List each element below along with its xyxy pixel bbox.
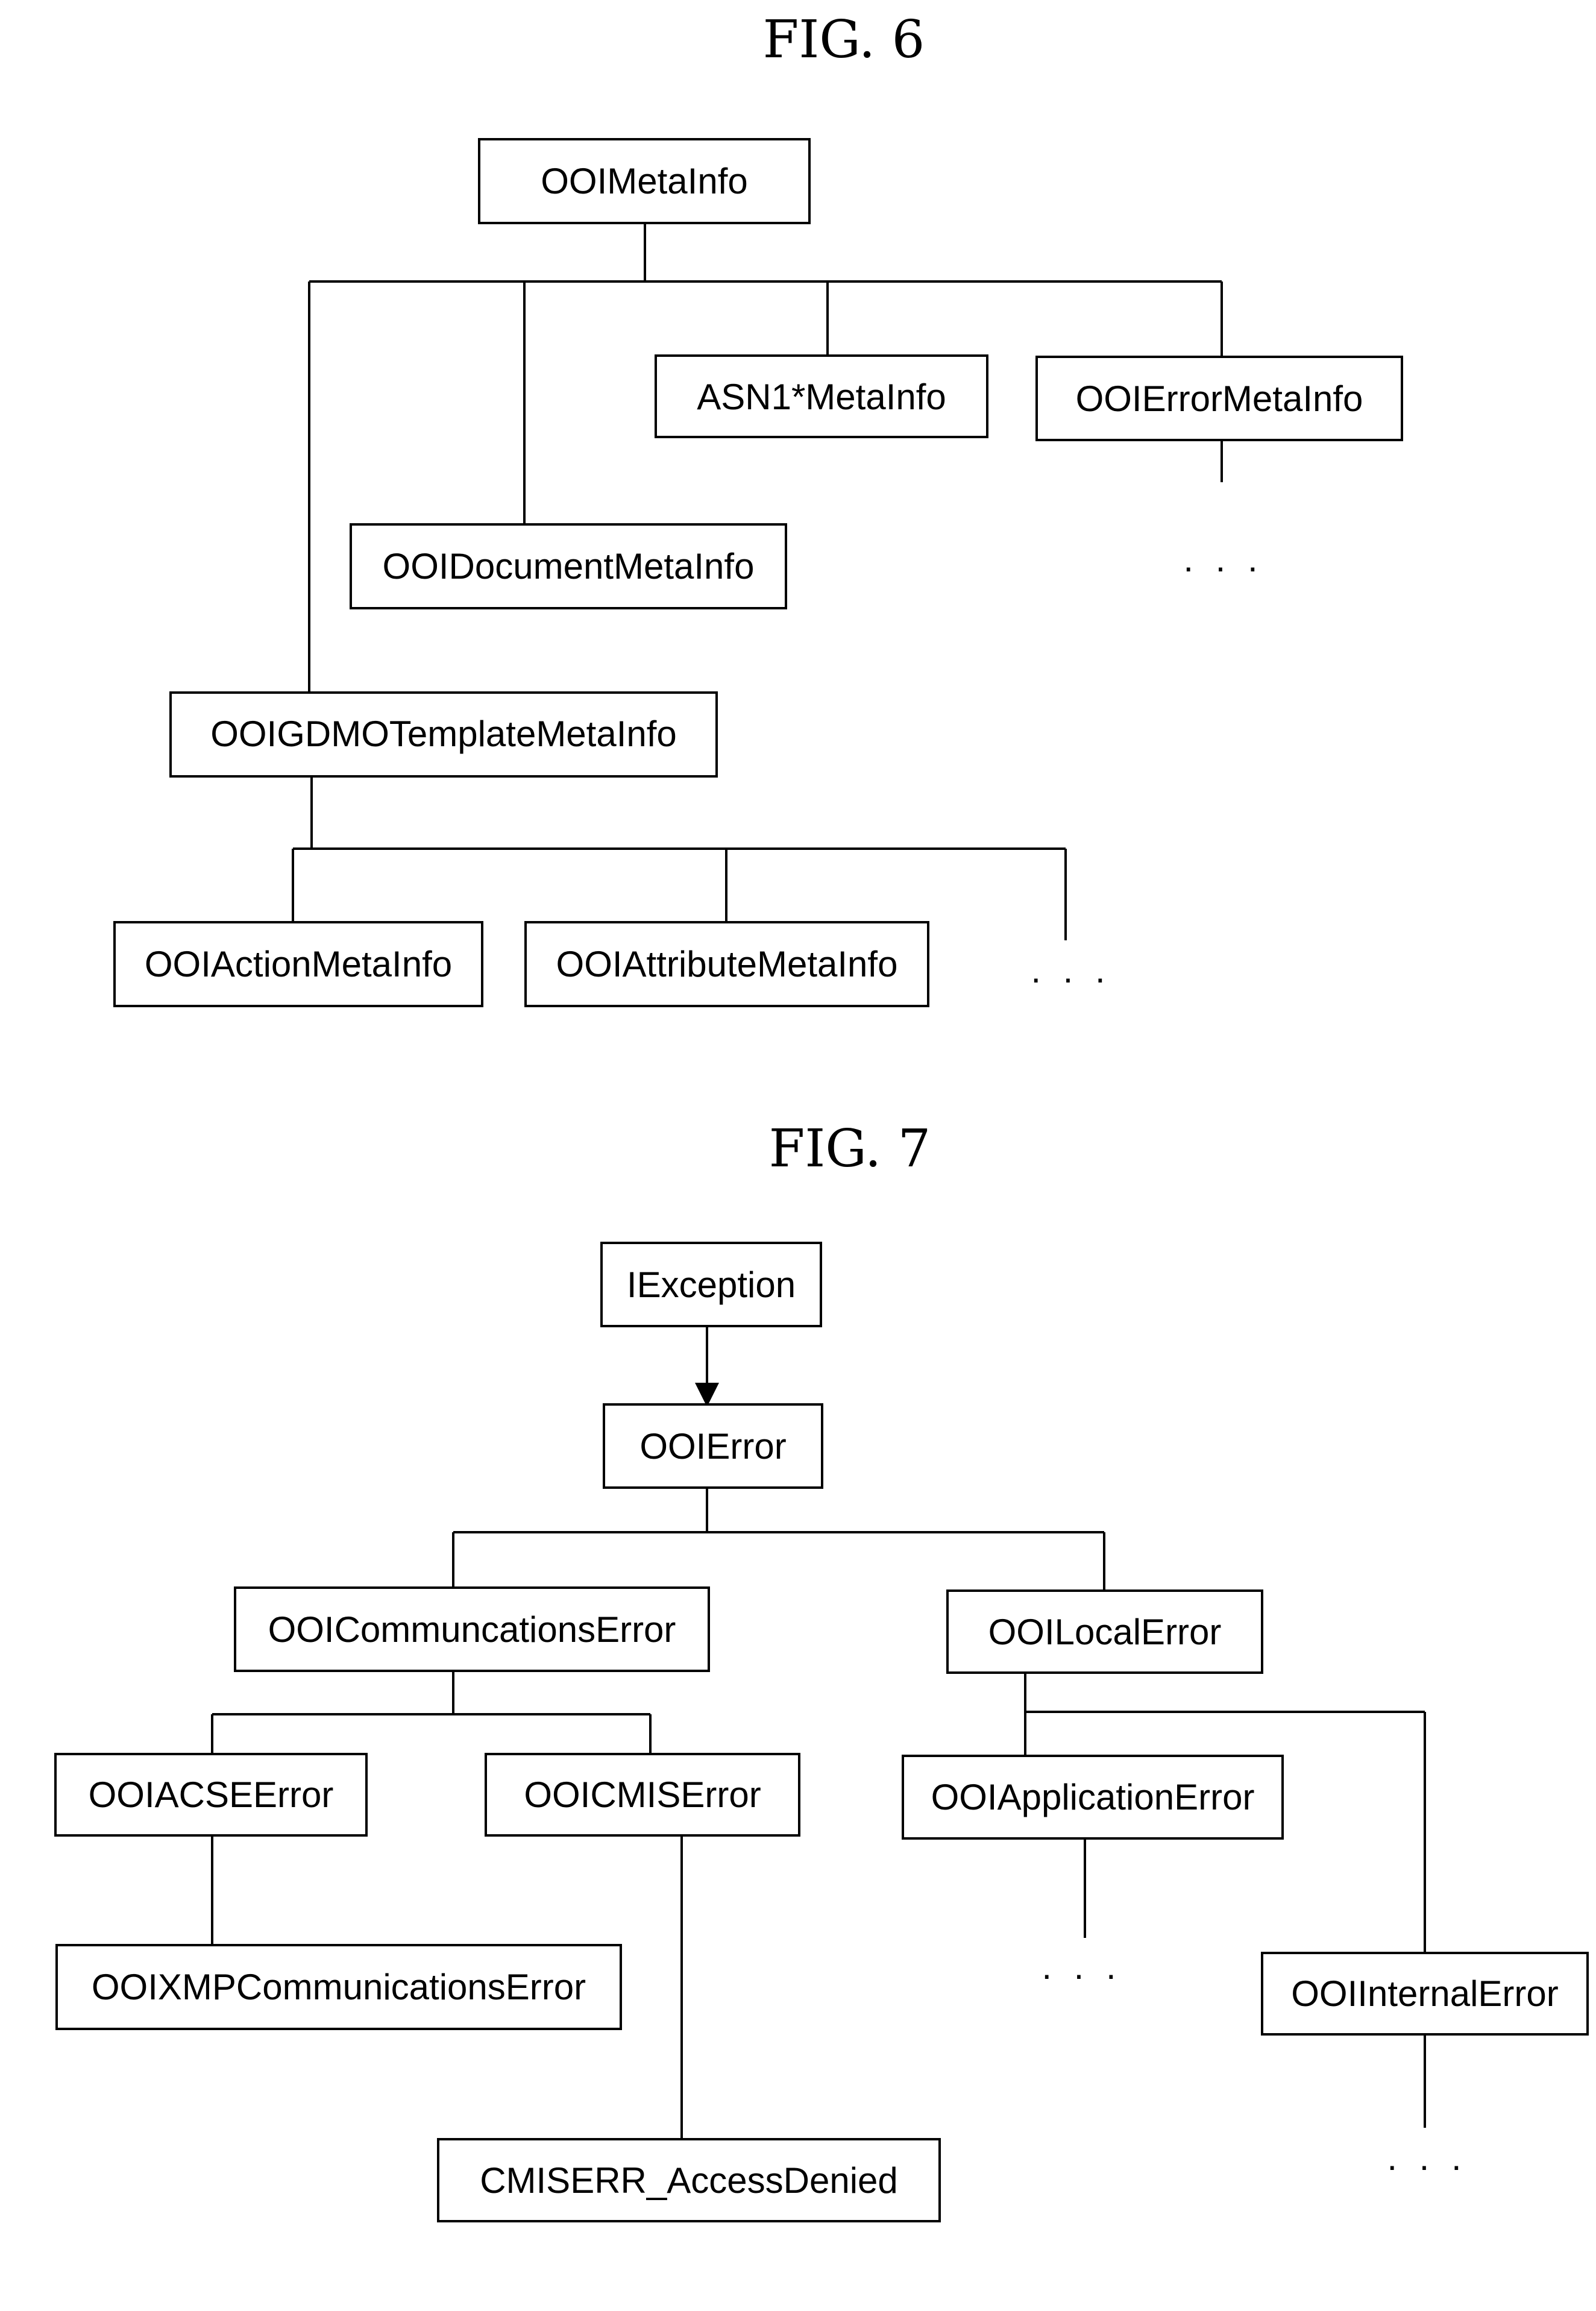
node-asn1-metainfo: ASN1*MetaInfo xyxy=(656,356,987,437)
node-xmp-communications-error-label: OOIXMPCommunicationsError xyxy=(92,1967,586,2007)
node-cmiserr-accessdenied: CMISERR_AccessDenied xyxy=(438,2139,940,2221)
node-local-error-label: OOILocalError xyxy=(988,1612,1222,1652)
fig7-application-ellipsis: . . . xyxy=(1041,1946,1122,1987)
fig7-diagram: FIG. 7 IException xyxy=(55,1119,1588,2221)
node-acse-error-label: OOIACSEError xyxy=(89,1775,334,1815)
node-acse-error: OOIACSEError xyxy=(55,1754,366,1835)
node-iexception: IException xyxy=(602,1243,821,1326)
node-communications-error: OOICommuncationsError xyxy=(235,1588,709,1671)
node-asn1-metainfo-label: ASN1*MetaInfo xyxy=(697,377,946,417)
node-action-metainfo: OOIActionMetaInfo xyxy=(115,922,482,1006)
node-error-metainfo: OOIErrorMetaInfo xyxy=(1037,357,1402,440)
node-local-error: OOILocalError xyxy=(947,1591,1262,1673)
node-internal-error: OOIInternalError xyxy=(1262,1953,1588,2034)
node-cmis-error-label: OOICMISError xyxy=(524,1775,761,1815)
node-internal-error-label: OOIInternalError xyxy=(1291,1973,1558,2014)
node-document-metainfo: OOIDocumentMetaInfo xyxy=(351,524,786,608)
fig6-diagram: FIG. 6 OOIMetaInfo ASN1*MetaInfo xyxy=(115,10,1402,1006)
node-cmis-error: OOICMISError xyxy=(486,1754,799,1835)
node-ooierror: OOIError xyxy=(604,1404,822,1488)
node-application-error: OOIApplicationError xyxy=(903,1756,1283,1838)
fig7-internal-ellipsis: . . . xyxy=(1387,2137,1467,2178)
node-ooimetainfo-label: OOIMetaInfo xyxy=(541,161,747,201)
node-gdmo-template-metainfo-label: OOIGDMOTemplateMetaInfo xyxy=(210,714,677,754)
fig6-title: FIG. 6 xyxy=(763,10,925,70)
node-attribute-metainfo: OOIAttributeMetaInfo xyxy=(526,922,928,1006)
node-document-metainfo-label: OOIDocumentMetaInfo xyxy=(383,546,755,586)
fig6-gdmo-ellipsis: . . . xyxy=(1031,950,1111,990)
node-error-metainfo-label: OOIErrorMetaInfo xyxy=(1076,379,1363,419)
fig6-error-ellipsis: . . . xyxy=(1183,539,1263,579)
node-gdmo-template-metainfo: OOIGDMOTemplateMetaInfo xyxy=(171,693,717,776)
node-attribute-metainfo-label: OOIAttributeMetaInfo xyxy=(556,944,898,984)
node-ooimetainfo: OOIMetaInfo xyxy=(479,139,809,223)
node-iexception-label: IException xyxy=(627,1265,796,1305)
node-ooierror-label: OOIError xyxy=(639,1426,786,1467)
node-xmp-communications-error: OOIXMPCommunicationsError xyxy=(57,1945,621,2029)
node-cmiserr-accessdenied-label: CMISERR_AccessDenied xyxy=(480,2160,898,2201)
fig7-title: FIG. 7 xyxy=(769,1119,931,1179)
node-application-error-label: OOIApplicationError xyxy=(931,1777,1255,1817)
node-action-metainfo-label: OOIActionMetaInfo xyxy=(145,944,452,984)
node-communications-error-label: OOICommuncationsError xyxy=(268,1609,676,1650)
